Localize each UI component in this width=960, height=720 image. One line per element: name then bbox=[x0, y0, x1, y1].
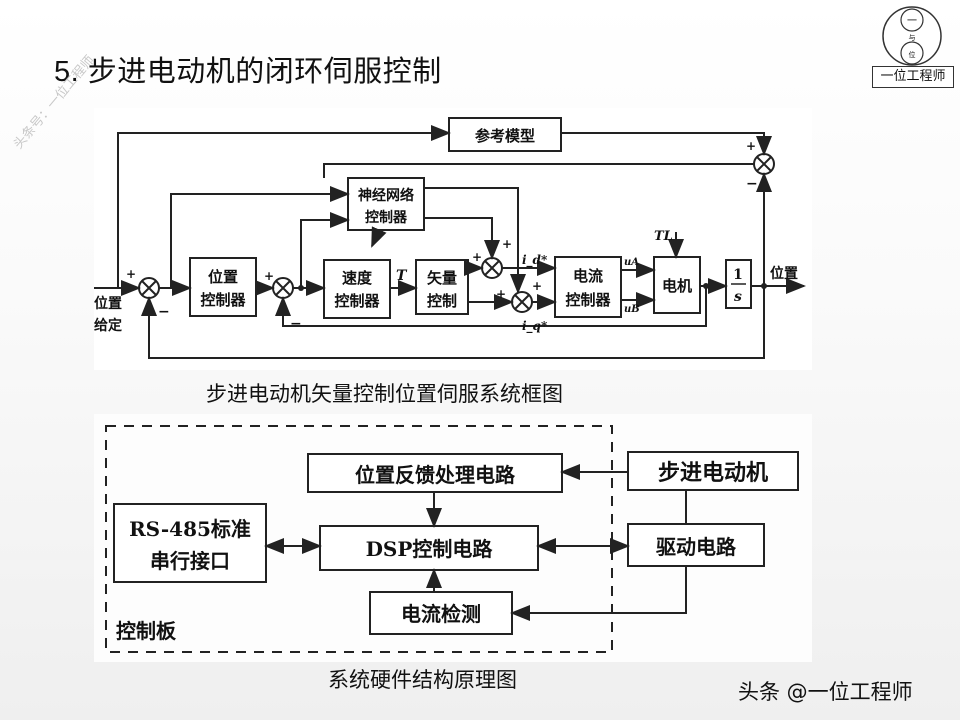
label-pos-2: 控制器 bbox=[200, 291, 246, 309]
label-iq-ref: i_q* bbox=[522, 319, 548, 334]
label-position-output: 位置 bbox=[770, 265, 798, 282]
sign-plus: + bbox=[532, 279, 542, 293]
sign-minus: − bbox=[158, 304, 170, 320]
block-current-detect bbox=[369, 591, 513, 635]
label-torque: T bbox=[396, 268, 408, 284]
sign-minus: − bbox=[290, 316, 302, 332]
logo-mid-char: 与 bbox=[909, 34, 916, 42]
sign-minus: − bbox=[746, 176, 758, 192]
block-current-controller bbox=[554, 256, 622, 318]
logo-emblem-icon: 一 与 位 bbox=[882, 6, 942, 66]
label-stepper-motor: 步进电动机 bbox=[658, 460, 768, 486]
signal-wires bbox=[94, 125, 806, 359]
label-integrator-den: s bbox=[734, 289, 742, 305]
logo-bottom-char: 位 bbox=[909, 50, 916, 59]
label-speed-2: 控制器 bbox=[334, 292, 380, 310]
label-id-ref: i_d* bbox=[522, 253, 548, 268]
label-pos-feedback: 位置反馈处理电路 bbox=[355, 463, 516, 487]
sign-plus: + bbox=[496, 287, 506, 301]
block-vector-control bbox=[415, 259, 469, 315]
brand-logo: 一 与 位 一位工程师 bbox=[866, 4, 958, 90]
watermark: 头条号：一位工程师 bbox=[11, 52, 98, 153]
label-motor: 电机 bbox=[662, 277, 692, 295]
label-ua: uA bbox=[624, 257, 639, 268]
label-current-1: 电流 bbox=[573, 267, 603, 285]
label-rs485-2: 串行接口 bbox=[150, 549, 230, 573]
block-rs485 bbox=[113, 503, 267, 583]
logo-label: 一位工程师 bbox=[872, 66, 954, 88]
logo-top-char: 一 bbox=[907, 16, 917, 27]
label-rs485-1: RS-485标准 bbox=[129, 517, 251, 541]
credit-text: 头条 @一位工程师 bbox=[738, 680, 913, 704]
diagram2-caption: 系统硬件结构原理图 bbox=[328, 668, 517, 692]
diagram1-caption: 步进电动机矢量控制位置伺服系统框图 bbox=[206, 382, 563, 406]
label-reference-model: 参考模型 bbox=[475, 127, 535, 145]
slide-title: 5. 步进电动机的闭环伺服控制 bbox=[54, 56, 442, 88]
sign-plus: + bbox=[264, 269, 274, 283]
sign-plus: + bbox=[126, 267, 136, 281]
block-speed-controller bbox=[323, 259, 391, 319]
label-ub: uB bbox=[624, 304, 640, 315]
label-position-input-1: 位置 bbox=[94, 295, 122, 312]
sign-plus: + bbox=[746, 139, 756, 153]
hardware-structure-diagram: 位置反馈处理电路 RS-485标准 串行接口 DSP控制电路 电流检测 步进电动… bbox=[94, 414, 812, 662]
label-current-2: 控制器 bbox=[565, 291, 611, 309]
block-reference-model bbox=[448, 117, 562, 152]
label-nn-2: 控制器 bbox=[365, 209, 408, 226]
label-pos-1: 位置 bbox=[208, 268, 238, 286]
label-nn-1: 神经网络 bbox=[358, 187, 414, 204]
signal-wires bbox=[264, 464, 687, 621]
label-dsp: DSP控制电路 bbox=[366, 537, 494, 561]
label-vector-1: 矢量 bbox=[427, 269, 457, 287]
label-current-detect: 电流检测 bbox=[401, 602, 481, 626]
label-driver: 驱动电路 bbox=[656, 535, 737, 559]
label-control-board: 控制板 bbox=[116, 619, 177, 643]
block-stepper-motor bbox=[627, 451, 799, 491]
vector-control-diagram: 参考模型 神经网络 控制器 位置 控制器 速度 控制器 矢量 控制 电流 控制器… bbox=[94, 108, 812, 370]
label-speed-1: 速度 bbox=[342, 269, 373, 287]
sign-plus: + bbox=[472, 250, 482, 264]
sign-plus: + bbox=[502, 237, 512, 251]
label-integrator-num: 1 bbox=[733, 267, 743, 283]
block-position-feedback bbox=[307, 453, 563, 493]
block-position-controller bbox=[189, 257, 257, 317]
label-load-torque: TL bbox=[654, 229, 673, 244]
label-position-input-2: 给定 bbox=[94, 317, 122, 334]
label-vector-2: 控制 bbox=[427, 292, 457, 310]
